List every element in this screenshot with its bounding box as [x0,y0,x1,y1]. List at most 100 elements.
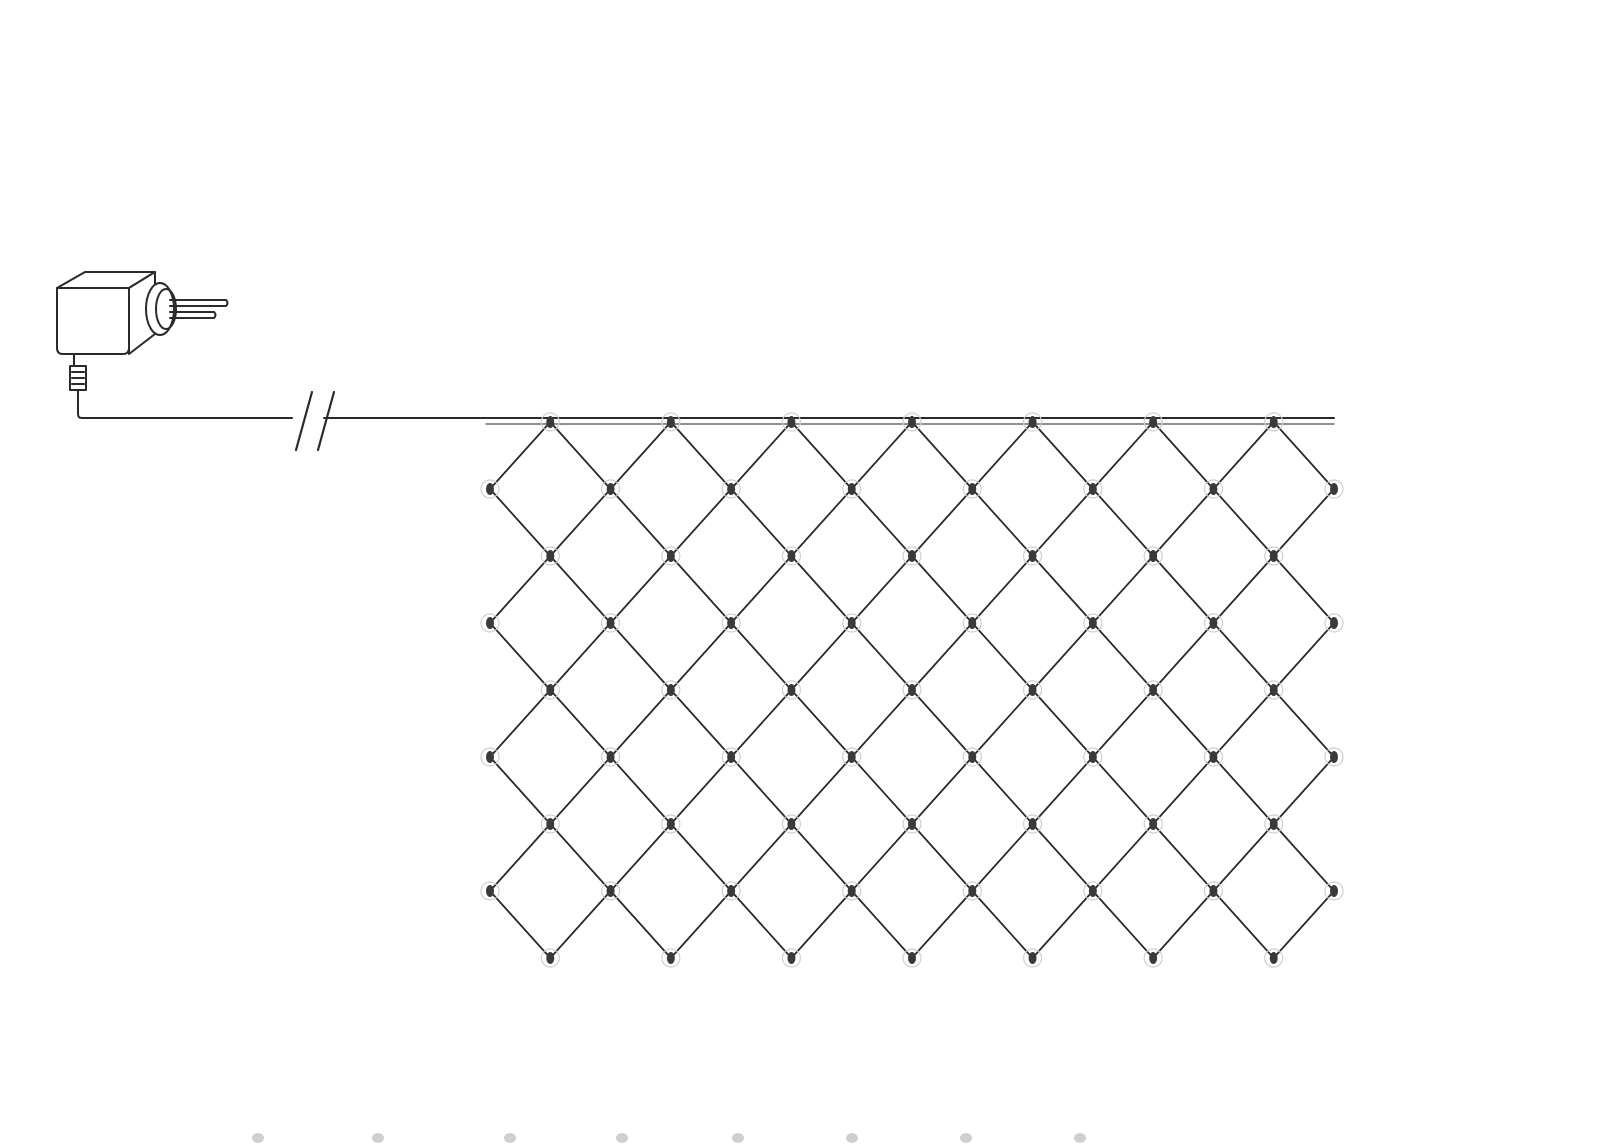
net-wire-segment [1212,890,1275,959]
net-wire-segment [1152,890,1215,959]
net-wire-segment [1031,689,1094,758]
net-wire-segment [911,823,974,892]
net-wire-segment [1272,890,1335,959]
led-bulb [781,412,802,432]
net-wire-segment [971,421,1034,490]
led-bulb [962,881,982,901]
led-bulb [1203,747,1224,767]
led-bulb [1264,546,1284,566]
adapter-front-face [56,287,130,355]
net-wire-segment [1152,823,1215,892]
led-bulb [661,412,681,432]
net-wire-segment [609,756,672,825]
net-wire-segment [489,823,552,892]
net-wire-segment [609,622,672,691]
led-bulb [480,479,500,499]
led-bulb [842,881,862,901]
net-wire-segment [1031,488,1094,557]
net-wire-segment [730,488,793,557]
net-wire-segment [790,488,853,557]
net-wire-segment [549,890,612,959]
net-wire-segment [489,555,552,624]
led-bulb [721,613,741,633]
led-bulb [480,613,500,633]
net-wire-segment [790,689,853,758]
led-bulb [1203,881,1224,901]
net-wire-segment [609,823,672,892]
led-bulb [1143,412,1163,432]
led-bulb [1143,814,1163,834]
net-wire-segment [489,890,552,959]
led-bulb [600,613,621,633]
led-bulb [902,412,922,432]
net-wire-segment [1272,421,1335,490]
net-wire-segment [1212,756,1275,825]
net-wire-segment [669,890,733,959]
net-wire-segment [790,890,853,959]
net-mesh [489,421,1335,959]
net-wire-segment [850,823,913,892]
net-wire-segment [489,622,552,691]
net-wire-segment [609,689,672,758]
led-bulb [962,613,982,633]
led-bulb [962,479,982,499]
net-wire-segment [790,555,853,624]
net-wire-segment [1212,555,1275,624]
net-wire-segment [1031,890,1094,959]
net-wire-segment [609,555,672,624]
net-wire-segment [1212,689,1275,758]
led-bulb [721,747,741,767]
led-bulb [962,747,982,767]
led-bulb [540,948,560,968]
net-wire-segment [489,689,552,758]
led-bulb [842,613,862,633]
adapter-socket-inner [155,288,177,330]
led-bulb [480,747,500,767]
net-wire-segment [971,823,1034,892]
net-wire-segment [669,421,733,490]
led-bulb [1324,881,1344,901]
net-wire-segment [1031,823,1094,892]
net-wire-segment [790,756,853,825]
net-wire-segment [669,756,733,825]
led-bulb [902,680,922,700]
net-wire-segment [1031,622,1094,691]
net-wire-segment [790,421,853,490]
net-wire-segment [1212,823,1275,892]
net-wire-segment [609,890,672,959]
led-bulb [540,814,560,834]
net-wire-segment [911,890,974,959]
net-wire-segment [850,756,913,825]
led-bulb [1143,948,1163,968]
faint-mark [504,1133,516,1143]
net-wire-segment [609,421,672,490]
led-bulb [661,546,681,566]
net-wire-segment [971,555,1034,624]
adapter-pin-bottom [169,311,217,319]
led-bulb [902,814,922,834]
led-bulb [721,881,741,901]
led-bulb [902,948,922,968]
net-wire-segment [850,555,913,624]
net-wire-segment [850,488,913,557]
net-wire-segment [1091,488,1155,557]
net-wire-segment [609,488,672,557]
net-wire-segment [669,689,733,758]
led-bulb [1022,814,1043,834]
net-wire-segment [549,823,612,892]
net-wire-segment [911,622,974,691]
net-wire-segment [1272,622,1335,691]
faint-mark [252,1133,264,1143]
net-wire-segment [1212,421,1275,490]
net-wire-segment [911,756,974,825]
led-bulb [781,680,802,700]
led-bulb [1083,747,1103,767]
led-bulb [1143,546,1163,566]
net-wire-segment [1152,756,1215,825]
faint-mark [960,1133,972,1143]
led-bulb [1083,881,1103,901]
net-wire-segment [850,890,913,959]
led-bulb [1083,613,1103,633]
net-wire-segment [549,689,612,758]
